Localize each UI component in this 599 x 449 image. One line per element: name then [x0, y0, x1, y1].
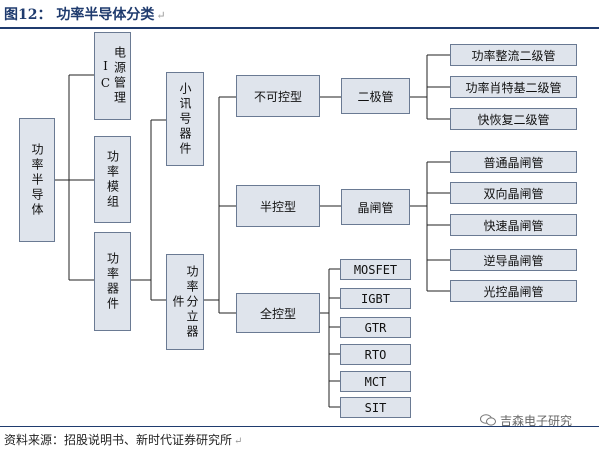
leaf-label: MOSFET: [353, 262, 398, 277]
node-label: 功率模组: [105, 149, 120, 210]
node-fully-controlled-type: 全控型: [236, 293, 320, 333]
node-label: 小讯号器件: [178, 81, 192, 157]
leaf-label: GTR: [364, 320, 387, 335]
leaf-igbt: IGBT: [340, 288, 411, 309]
leaf-label: IGBT: [361, 291, 390, 306]
watermark-text: 吉森电子研究: [500, 414, 573, 428]
leaf-label: 双向晶闸管: [483, 186, 544, 201]
leaf-fast-recovery-diode: 快恢复二级管: [450, 108, 577, 130]
wechat-icon: [480, 414, 496, 426]
leaf-label: SIT: [364, 400, 387, 415]
node-label: 晶闸管: [357, 200, 394, 215]
leaf-label: RTO: [364, 347, 387, 362]
leaf-light-triggered-thyristor: 光控晶闸管: [450, 280, 577, 302]
node-label: 半控型: [259, 199, 296, 214]
node-label: 全控型: [259, 306, 296, 321]
watermark: 吉森电子研究: [480, 412, 572, 429]
node-small-signal-device: 小讯号器件: [166, 72, 204, 166]
node-label: 功率分立器件: [171, 264, 199, 340]
footer-rule: [0, 426, 599, 427]
node-label: 功率器件: [105, 251, 120, 312]
node-power-semiconductor: 功率半导体: [19, 118, 55, 242]
leaf-rto: RTO: [340, 344, 411, 365]
node-half-controlled-type: 半控型: [236, 185, 320, 227]
node-thyristor: 晶闸管: [341, 189, 410, 225]
leaf-ordinary-thyristor: 普通晶闸管: [450, 151, 577, 173]
source-note-text: 资料来源：招股说明书、新时代证券研究所: [4, 433, 233, 447]
node-diode: 二极管: [341, 78, 410, 114]
leaf-label: 普通晶闸管: [483, 155, 544, 170]
leaf-label: 快恢复二级管: [477, 112, 550, 127]
leaf-label: 快速晶闸管: [483, 218, 544, 233]
leaf-label: 逆导晶闸管: [483, 253, 544, 268]
node-label: 二极管: [357, 89, 394, 104]
leaf-label: 光控晶闸管: [483, 284, 544, 299]
leaf-label: 功率整流二级管: [471, 48, 556, 63]
leaf-sit: SIT: [340, 397, 411, 418]
leaf-label: 功率肖特基二级管: [465, 80, 562, 95]
leaf-power-schottky-diode: 功率肖特基二级管: [450, 76, 577, 98]
node-power-module: 功率模组: [94, 136, 131, 223]
node-label: 电源管理IC: [98, 46, 127, 106]
leaf-reverse-conducting-thyristor: 逆导晶闸管: [450, 249, 577, 271]
node-uncontrolled-type: 不可控型: [236, 75, 320, 117]
source-note: 资料来源：招股说明书、新时代证券研究所↵: [4, 431, 242, 448]
node-power-discrete-device: 功率分立器件: [166, 254, 204, 350]
return-mark-icon: ↵: [234, 436, 243, 447]
leaf-power-rectifier-diode: 功率整流二级管: [450, 44, 577, 66]
figure-title-text: 图12： 功率半导体分类: [4, 7, 155, 23]
node-label: 功率半导体: [30, 142, 44, 218]
node-power-management-ic: 电源管理IC: [94, 32, 131, 120]
node-power-device: 功率器件: [94, 232, 131, 331]
leaf-label: MCT: [364, 374, 387, 389]
leaf-gtr: GTR: [340, 317, 411, 338]
leaf-mosfet: MOSFET: [340, 259, 411, 280]
title-rule: [0, 27, 599, 29]
figure-title: 图12： 功率半导体分类↵: [4, 4, 166, 24]
node-label: 不可控型: [253, 89, 302, 104]
leaf-bidirectional-thyristor: 双向晶闸管: [450, 182, 577, 204]
leaf-fast-thyristor: 快速晶闸管: [450, 214, 577, 236]
leaf-mct: MCT: [340, 371, 411, 392]
return-mark-icon: ↵: [156, 9, 166, 22]
